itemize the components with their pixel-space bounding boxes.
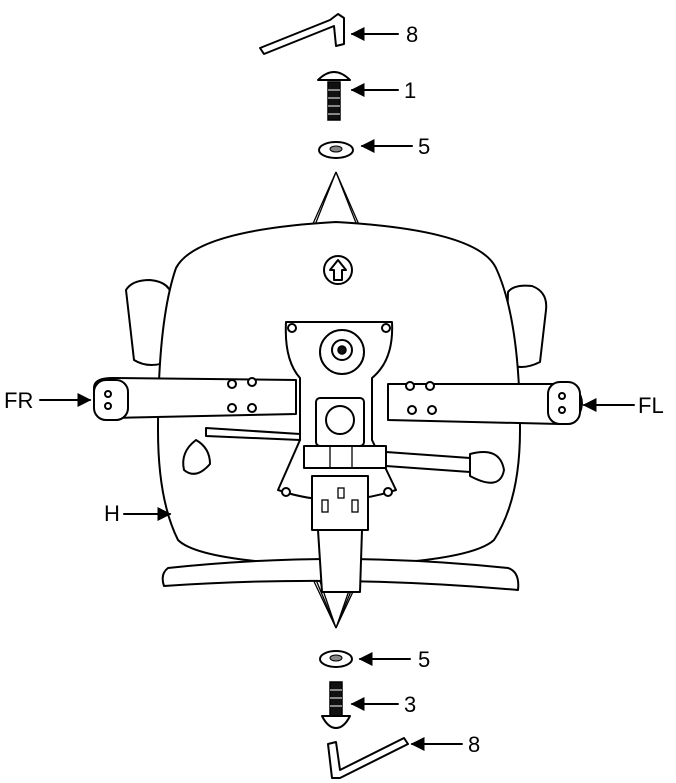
label-bolt-bottom: 3 — [404, 692, 416, 717]
washer-bottom-icon — [319, 650, 353, 668]
label-hex-key-top: 8 — [406, 22, 418, 47]
up-arrow-icon — [323, 255, 353, 285]
label-housing: H — [104, 501, 120, 526]
armrest-front-left — [387, 381, 583, 425]
label-front-left: FL — [638, 393, 664, 418]
label-bolt-top: 1 — [404, 78, 416, 103]
hex-key-bottom-icon — [327, 737, 409, 779]
hex-key-top-icon — [259, 13, 345, 55]
chair-seat-assembly — [93, 221, 583, 593]
armrest-front-right — [93, 377, 297, 421]
label-washer-bottom: 5 — [418, 647, 430, 672]
bolt-top-icon — [317, 71, 351, 121]
tilt-handle — [205, 427, 301, 441]
bolt-bottom-icon — [321, 681, 351, 729]
label-washer-top: 5 — [418, 134, 430, 159]
tension-knob-icon — [319, 329, 365, 375]
label-hex-key-bottom: 8 — [468, 732, 480, 757]
washer-top-icon — [318, 141, 354, 159]
label-front-right: FR — [4, 388, 33, 413]
